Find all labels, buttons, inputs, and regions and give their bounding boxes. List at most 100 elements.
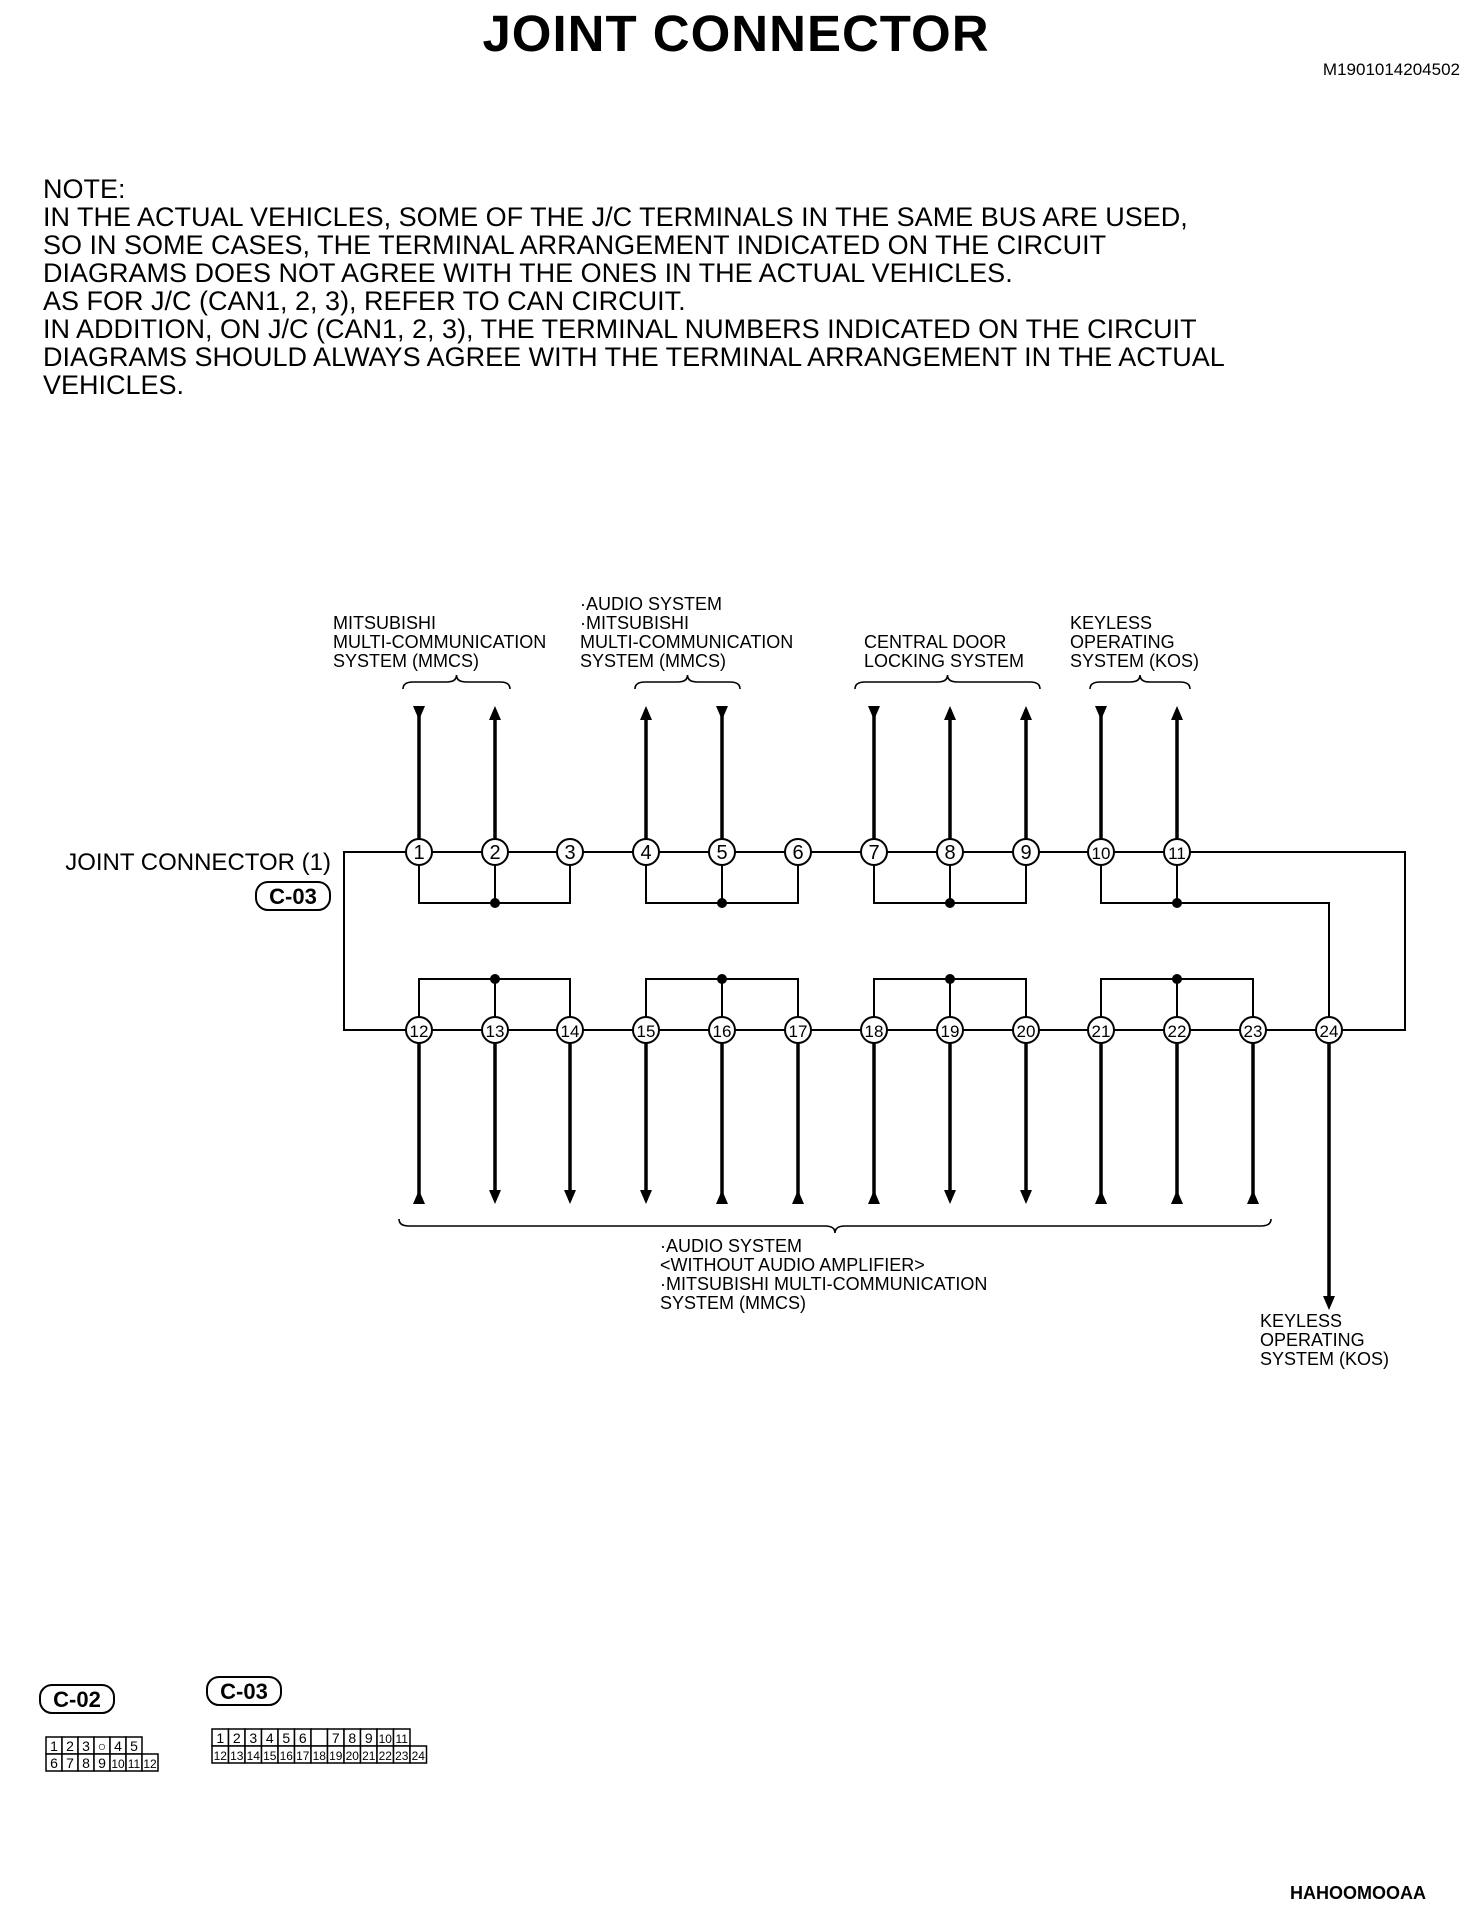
terminal-circle xyxy=(1087,838,1115,866)
terminal-circle xyxy=(936,838,964,866)
pin-number: 10 xyxy=(379,1732,393,1746)
pin-cell xyxy=(141,1753,159,1772)
pin-number: 17 xyxy=(296,1749,310,1763)
pin-number: 15 xyxy=(263,1749,277,1763)
pin-number: 2 xyxy=(233,1730,241,1746)
group-bracket xyxy=(1089,674,1191,690)
group-label: ·AUDIO SYSTEM xyxy=(580,594,722,614)
arrow-head xyxy=(716,706,728,720)
pin-cell xyxy=(409,1745,428,1764)
terminal-circle xyxy=(1163,838,1191,866)
pin-number: 7 xyxy=(66,1755,74,1771)
terminal-number: 14 xyxy=(561,1022,580,1041)
kos-tie xyxy=(1100,865,1330,1017)
arrow-head xyxy=(716,1190,728,1204)
pin-number: 6 xyxy=(50,1755,58,1771)
arrow-head xyxy=(944,706,956,720)
pin-number: 5 xyxy=(130,1738,138,1754)
terminal-circle xyxy=(481,838,509,866)
pin-number: 19 xyxy=(329,1749,343,1763)
terminal-circle xyxy=(556,838,584,866)
pin-number: 1 xyxy=(50,1738,58,1754)
note-line: DIAGRAMS SHOULD ALWAYS AGREE WITH THE TE… xyxy=(43,342,1225,372)
terminal-number: 17 xyxy=(789,1022,808,1041)
group-label: ·MITSUBISHI MULTI-COMMUNICATION xyxy=(660,1274,987,1294)
terminal-circle xyxy=(708,1016,736,1044)
pin-number: 10 xyxy=(111,1757,125,1771)
connector-code-box xyxy=(206,1676,282,1706)
arrow-head xyxy=(868,706,880,720)
terminal-circle xyxy=(784,838,812,866)
pin-number: 24 xyxy=(412,1749,426,1763)
terminal-number: 2 xyxy=(489,842,500,864)
arrow-head xyxy=(944,1190,956,1204)
terminal-number: 20 xyxy=(1017,1022,1036,1041)
note-line: AS FOR J/C (CAN1, 2, 3), REFER TO CAN CI… xyxy=(43,286,686,316)
pin-number: 9 xyxy=(365,1730,373,1746)
pin-number: 6 xyxy=(299,1730,307,1746)
arrow-head xyxy=(1323,1296,1335,1310)
terminal-number: 1 xyxy=(413,842,424,864)
pin-number: 21 xyxy=(362,1749,376,1763)
terminal-circle xyxy=(632,838,660,866)
terminal-circle xyxy=(481,1016,509,1044)
junction-dot xyxy=(717,974,727,984)
terminal-circle xyxy=(784,1016,812,1044)
arrow-head xyxy=(413,1190,425,1204)
group-label: SYSTEM (MMCS) xyxy=(660,1293,806,1313)
pin-number: 11 xyxy=(128,1757,141,1771)
junction-dot xyxy=(490,898,500,908)
pin-number: 12 xyxy=(214,1749,228,1763)
group-label: SYSTEM (MMCS) xyxy=(580,651,726,671)
group-label: ·MITSUBISHI xyxy=(580,613,689,633)
pin-number: 7 xyxy=(332,1730,340,1746)
pin-number: 18 xyxy=(313,1749,327,1763)
terminal-circle xyxy=(1012,1016,1040,1044)
terminal-circle xyxy=(936,1016,964,1044)
pin-number: 13 xyxy=(230,1749,244,1763)
group-label: SYSTEM (MMCS) xyxy=(333,651,479,671)
group-label: ·AUDIO SYSTEM xyxy=(660,1236,802,1256)
terminal-circle xyxy=(1087,1016,1115,1044)
pin-number: 16 xyxy=(280,1749,294,1763)
pin-number: 5 xyxy=(282,1730,290,1746)
terminal-number: 12 xyxy=(410,1022,429,1041)
pin-number: 20 xyxy=(346,1749,360,1763)
group-label: OPERATING xyxy=(1070,632,1175,652)
group-bracket xyxy=(402,674,511,690)
terminal-circle xyxy=(405,1016,433,1044)
pin-cell xyxy=(310,1728,329,1747)
terminal-number: 19 xyxy=(941,1022,960,1041)
connector-label: JOINT CONNECTOR (1) xyxy=(65,849,331,876)
pin-number: 2 xyxy=(66,1738,74,1754)
terminal-circle xyxy=(1239,1016,1267,1044)
arrow-head xyxy=(1095,706,1107,720)
terminal-number: 8 xyxy=(944,842,955,864)
terminal-circle xyxy=(1315,1016,1343,1044)
pin-number: 1 xyxy=(216,1730,224,1746)
pin-number: 3 xyxy=(249,1730,257,1746)
connector-code: C-02 xyxy=(53,1687,101,1712)
pin-number: 12 xyxy=(143,1757,157,1771)
group-label: OPERATING xyxy=(1260,1330,1365,1350)
note-line: VEHICLES. xyxy=(43,370,185,400)
pin-number: 8 xyxy=(348,1730,356,1746)
bus-wire-right xyxy=(1190,851,1406,1031)
note-line: NOTE: xyxy=(43,174,126,204)
group-bracket xyxy=(398,1218,1272,1234)
terminal-number: 5 xyxy=(716,842,727,864)
terminal-number: 6 xyxy=(792,842,803,864)
group-label: KEYLESS xyxy=(1260,1311,1342,1331)
junction-dot xyxy=(490,974,500,984)
arrow-head xyxy=(413,706,425,720)
arrow-head xyxy=(792,1190,804,1204)
terminal-number: 16 xyxy=(713,1022,732,1041)
arrow-head xyxy=(1020,706,1032,720)
terminal-circle xyxy=(860,838,888,866)
terminal-number: 3 xyxy=(564,842,575,864)
terminal-circle xyxy=(556,1016,584,1044)
pin-number: 11 xyxy=(396,1732,409,1746)
group-label: CENTRAL DOOR xyxy=(864,632,1006,652)
note-line: SO IN SOME CASES, THE TERMINAL ARRANGEME… xyxy=(43,230,1107,260)
arrow-head xyxy=(489,1190,501,1204)
